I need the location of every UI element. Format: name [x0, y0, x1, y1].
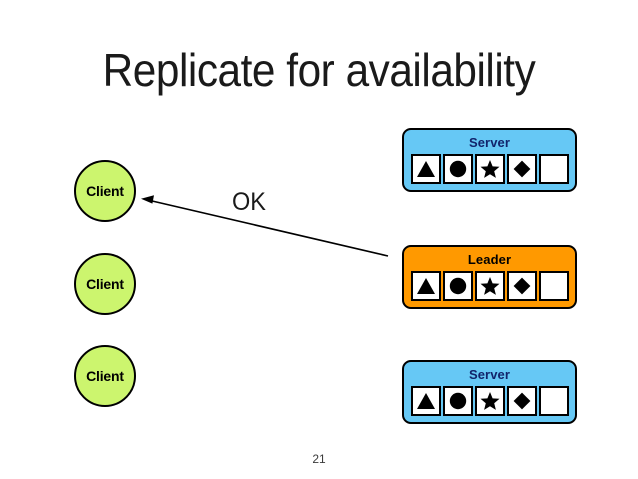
server-node-1: Server [402, 128, 577, 192]
log-entry-star [474, 154, 505, 184]
log-entry-diamond [506, 271, 537, 301]
log-entry-triangle [410, 154, 441, 184]
leader-node-log [404, 271, 575, 301]
client-label: Client [86, 368, 124, 384]
log-entry-empty [538, 271, 569, 301]
server-node-1-label: Server [468, 135, 511, 150]
server-node-2-log [404, 386, 575, 416]
log-entry-star [474, 271, 505, 301]
log-entry-diamond [506, 386, 537, 416]
log-entry-circle [442, 154, 473, 184]
leader-node-label: Leader [467, 252, 512, 267]
client-label: Client [86, 276, 124, 292]
log-entry-empty [538, 386, 569, 416]
server-node-2: Server [402, 360, 577, 424]
log-entry-star [474, 386, 505, 416]
client-label: Client [86, 183, 124, 199]
server-node-2-label: Server [468, 367, 511, 382]
log-entry-circle [442, 271, 473, 301]
log-entry-empty [538, 154, 569, 184]
leader-node: Leader [402, 245, 577, 309]
log-entry-triangle [410, 386, 441, 416]
page-number: 21 [312, 452, 326, 466]
client-node-2: Client [74, 253, 136, 315]
log-entry-diamond [506, 154, 537, 184]
page-title: Replicate for availability [102, 44, 536, 96]
client-node-1: Client [74, 160, 136, 222]
log-entry-circle [442, 386, 473, 416]
client-node-3: Client [74, 345, 136, 407]
log-entry-triangle [410, 271, 441, 301]
ok-message-label: OK [232, 188, 266, 216]
server-node-1-log [404, 154, 575, 184]
